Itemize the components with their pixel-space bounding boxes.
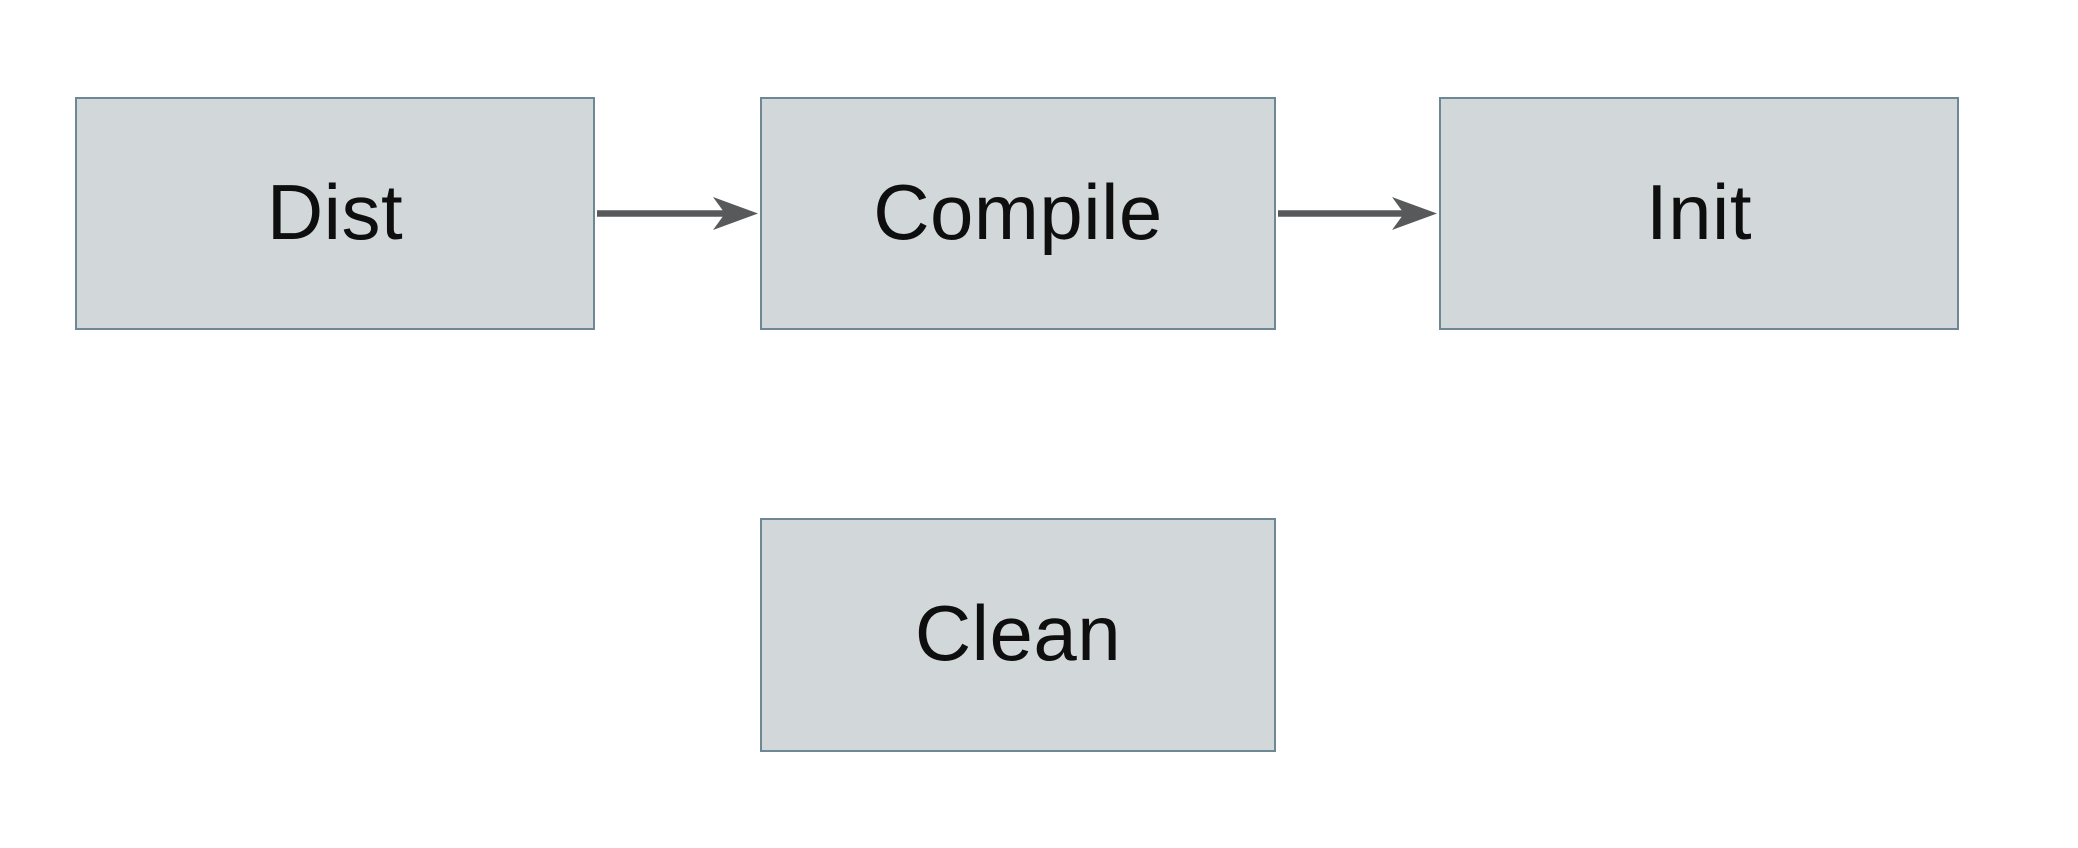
node-label-clean: Clean [914,589,1122,677]
node-compile: Compile [760,97,1276,330]
edge-dist-to-compile [597,197,758,230]
node-label-compile: Compile [873,167,1163,256]
node-clean: Clean [760,518,1276,752]
node-label-dist: Dist [266,167,404,256]
node-label-init: Init [1645,167,1753,256]
edge-compile-to-init [1278,197,1437,230]
arrow-head-icon [713,197,758,230]
arrow-head-icon [1392,197,1437,230]
node-init: Init [1439,97,1959,330]
node-dist: Dist [75,97,595,330]
